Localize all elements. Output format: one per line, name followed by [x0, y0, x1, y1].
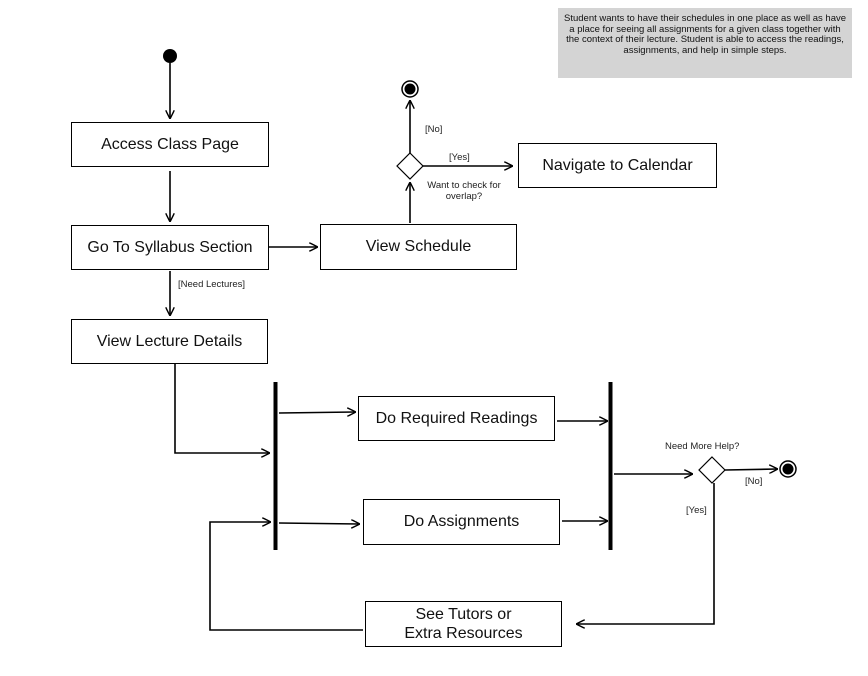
node-view-schedule: View Schedule: [320, 224, 517, 270]
node-see-tutors-line1: See Tutors or: [415, 605, 512, 623]
edge-tutors-to-fork: [209, 522, 363, 631]
decision-overlap-line2: overlap?: [445, 190, 483, 202]
end-node-top: [404, 83, 416, 95]
start-node: [163, 49, 177, 63]
node-see-tutors-line2: Extra Resources: [404, 625, 523, 642]
edge-help-yes-to-tutors: [577, 483, 715, 624]
guard-no-right: [No]: [745, 476, 763, 487]
description-note: Student wants to have their schedules in…: [558, 8, 852, 78]
guard-yes-top: [Yes]: [449, 152, 470, 163]
guard-no-top: [No]: [425, 124, 443, 135]
node-view-lecture-details: View Lecture Details: [71, 319, 268, 364]
fork-bar: [273, 382, 278, 550]
guard-need-lectures: [Need Lectures]: [178, 279, 246, 290]
decision-need-more-help: [698, 456, 726, 484]
node-navigate-calendar: Navigate to Calendar: [518, 143, 717, 188]
decision-check-overlap: [396, 152, 424, 180]
node-do-assignments: Do Assignments: [363, 499, 560, 545]
decision-overlap-line1: Want to check for: [427, 180, 501, 191]
node-do-required-readings: Do Required Readings: [358, 396, 555, 441]
edge-help-no-to-end: [724, 469, 777, 470]
edge-fork-to-assignments: [278, 523, 359, 524]
decision-overlap-label: Want to check for overlap?: [418, 180, 510, 203]
edge-lecture-to-fork: [174, 364, 269, 453]
end-node-right: [782, 463, 794, 475]
guard-yes-right: [Yes]: [686, 505, 707, 516]
node-see-tutors: See Tutors or Extra Resources: [365, 601, 562, 647]
node-access-class-page: Access Class Page: [71, 122, 269, 167]
join-bar: [608, 382, 613, 550]
decision-need-more-help-label: Need More Help?: [665, 441, 740, 452]
node-go-to-syllabus: Go To Syllabus Section: [71, 225, 269, 270]
edge-fork-to-readings: [278, 412, 355, 413]
